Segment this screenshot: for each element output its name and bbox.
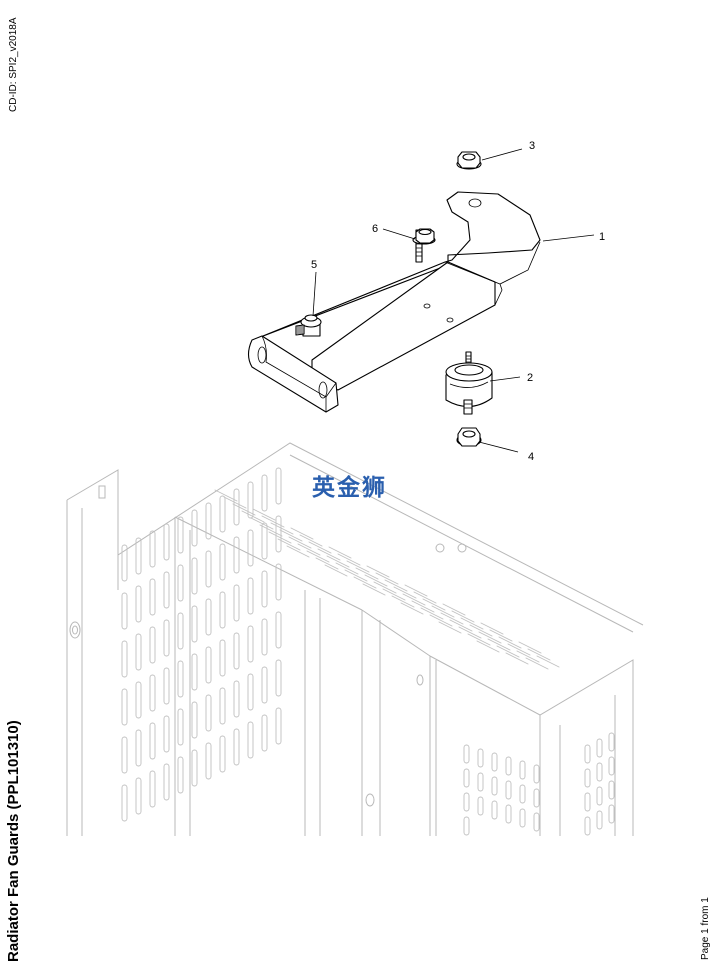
guard-slot-pattern	[121, 467, 615, 836]
callout-1: 1	[599, 231, 605, 243]
bracket-part	[247, 191, 541, 413]
leader-lines	[312, 148, 595, 453]
callout-6: 6	[372, 223, 378, 235]
flange-nut-bottom	[456, 427, 482, 447]
callout-2: 2	[527, 372, 533, 384]
rubber-mount-part	[445, 351, 493, 415]
flange-nut-top	[456, 151, 482, 170]
callout-5: 5	[311, 259, 317, 271]
watermark-logo: 英金狮	[312, 475, 387, 501]
stud-bolt-part	[295, 314, 322, 337]
callout-4: 4	[528, 451, 534, 463]
callout-3: 3	[529, 140, 535, 152]
flange-bolt-part	[412, 228, 436, 263]
radiator-guard-ghost	[66, 442, 644, 836]
